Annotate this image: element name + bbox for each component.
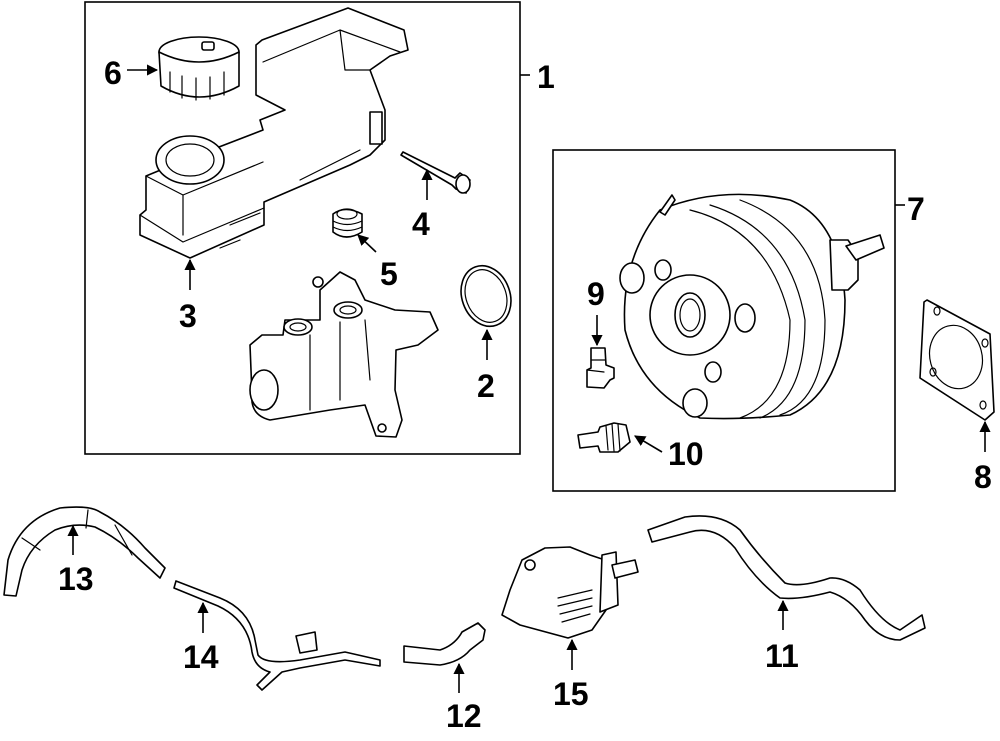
callout-15[interactable]: 15 — [553, 676, 589, 712]
vacuum-sensor-part[interactable] — [586, 347, 615, 389]
callout-12[interactable]: 12 — [446, 698, 482, 734]
vacuum-hose-11-part[interactable] — [647, 515, 926, 641]
group-frame-7 — [552, 149, 896, 492]
master-cylinder-body-part[interactable] — [249, 271, 439, 438]
callout-9[interactable]: 9 — [587, 276, 605, 312]
master-cylinder-group: 1 6 3 4 — [84, 1, 555, 455]
group-frame-1 — [84, 1, 521, 455]
reservoir-grommet-part[interactable] — [332, 208, 363, 238]
leader-5 — [357, 234, 377, 253]
vacuum-pump-part[interactable] — [501, 546, 639, 639]
fluid-reservoir-part[interactable] — [139, 7, 409, 259]
brake-booster-group: 7 9 — [552, 149, 925, 492]
callout-13[interactable]: 13 — [58, 561, 94, 597]
callout-2[interactable]: 2 — [477, 368, 495, 404]
callout-14[interactable]: 14 — [183, 639, 219, 675]
callout-5[interactable]: 5 — [380, 256, 398, 292]
vacuum-hose-13-part[interactable] — [3, 506, 166, 597]
callout-6[interactable]: 6 — [104, 55, 122, 91]
callout-4[interactable]: 4 — [412, 206, 430, 242]
check-valve-part[interactable] — [577, 422, 631, 453]
callout-11[interactable]: 11 — [765, 638, 799, 674]
callout-8[interactable]: 8 — [974, 459, 992, 495]
reservoir-pin-part[interactable] — [400, 151, 471, 194]
vacuum-tube-14-part[interactable] — [173, 580, 381, 691]
brake-booster-part[interactable] — [619, 193, 885, 420]
callout-3[interactable]: 3 — [179, 298, 197, 334]
o-ring-part[interactable] — [453, 259, 519, 334]
callout-1[interactable]: 1 — [537, 59, 555, 95]
booster-gasket-part[interactable] — [919, 299, 995, 421]
leader-10 — [634, 435, 663, 453]
callout-7[interactable]: 7 — [907, 191, 925, 227]
vacuum-hose-12-part[interactable] — [403, 622, 486, 666]
callout-10[interactable]: 10 — [668, 436, 704, 472]
reservoir-cap-part[interactable] — [158, 36, 240, 101]
